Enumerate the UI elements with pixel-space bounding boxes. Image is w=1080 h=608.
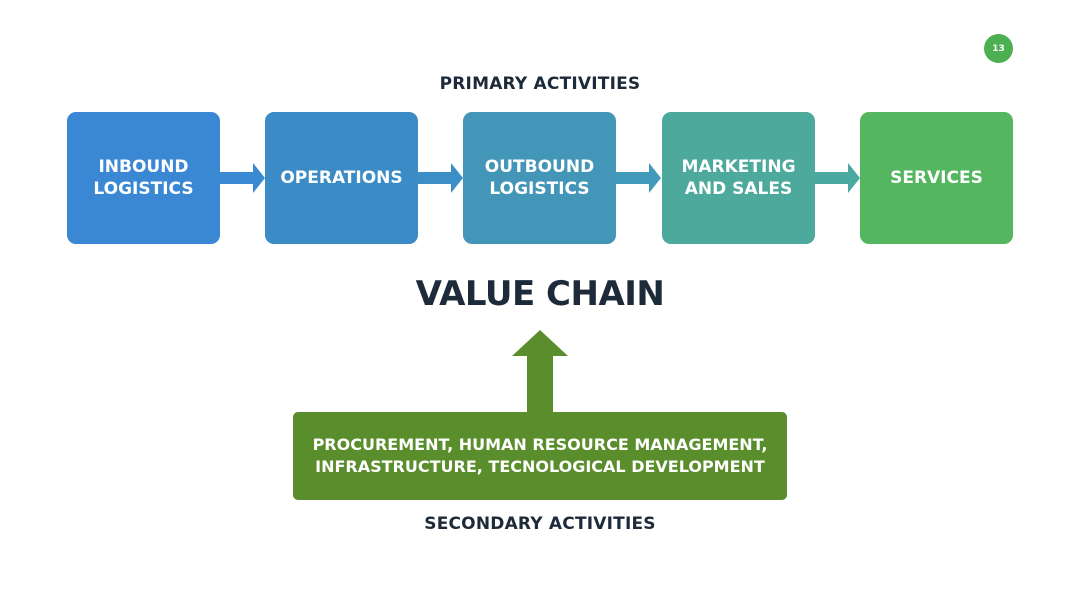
activity-services: SERVICES	[860, 112, 1013, 244]
activity-outbound-logistics: OUTBOUND LOGISTICS	[463, 112, 616, 244]
flow-arrow-2	[417, 163, 463, 193]
activity-inbound-logistics: INBOUND LOGISTICS	[67, 112, 220, 244]
activity-operations: OPERATIONS	[265, 112, 418, 244]
support-up-arrow	[512, 330, 568, 414]
page-number-badge: 13	[984, 34, 1013, 63]
flow-arrow-1	[219, 163, 265, 193]
secondary-activities-box: PROCUREMENT, HUMAN RESOURCE MANAGEMENT, …	[293, 412, 787, 500]
value-chain-title: VALUE CHAIN	[415, 274, 665, 314]
primary-activities-title: PRIMARY ACTIVITIES	[439, 74, 641, 94]
secondary-activities-title: SECONDARY ACTIVITIES	[424, 514, 656, 534]
activity-marketing-and-sales: MARKETING AND SALES	[662, 112, 815, 244]
flow-arrow-4	[814, 163, 860, 193]
flow-arrow-3	[615, 163, 661, 193]
